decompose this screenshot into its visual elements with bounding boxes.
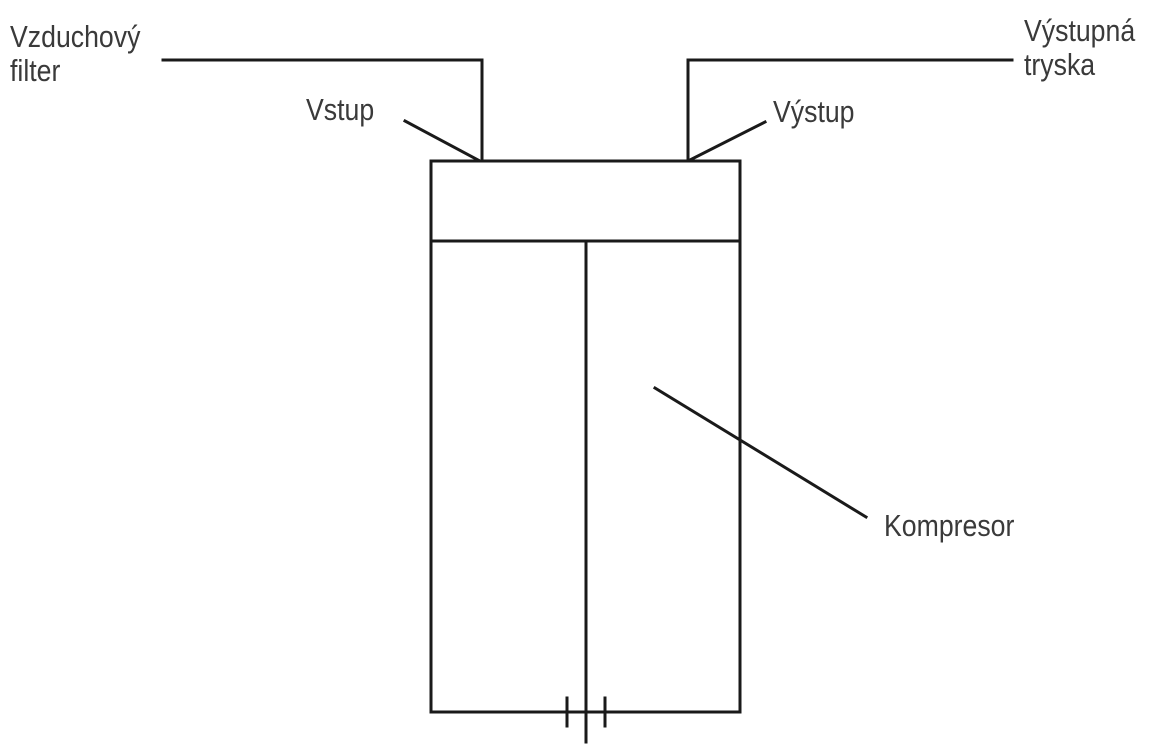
output-nozzle-label: Výstupná tryska [1024, 14, 1135, 82]
outlet-leader-line [687, 119, 768, 163]
air-filter-label-line1: Vzduchový [10, 19, 141, 54]
air-filter-pipe [161, 58, 484, 163]
compressor-label-text: Kompresor [884, 508, 1015, 543]
inlet-leader-line [402, 118, 481, 163]
output-nozzle-label-line2: tryska [1024, 47, 1096, 82]
outlet-label-text: Výstup [773, 94, 855, 129]
output-nozzle-label-line1: Výstupná [1024, 13, 1136, 48]
air-filter-label: Vzduchový filter [10, 20, 140, 88]
inlet-label: Vstup [306, 93, 374, 127]
outlet-label: Výstup [773, 95, 855, 129]
compressor-leader-line [652, 385, 869, 520]
air-filter-label-line2: filter [10, 53, 61, 88]
compressor-label: Kompresor [884, 509, 1014, 543]
output-nozzle-pipe [686, 58, 1014, 163]
inlet-label-text: Vstup [306, 92, 375, 127]
